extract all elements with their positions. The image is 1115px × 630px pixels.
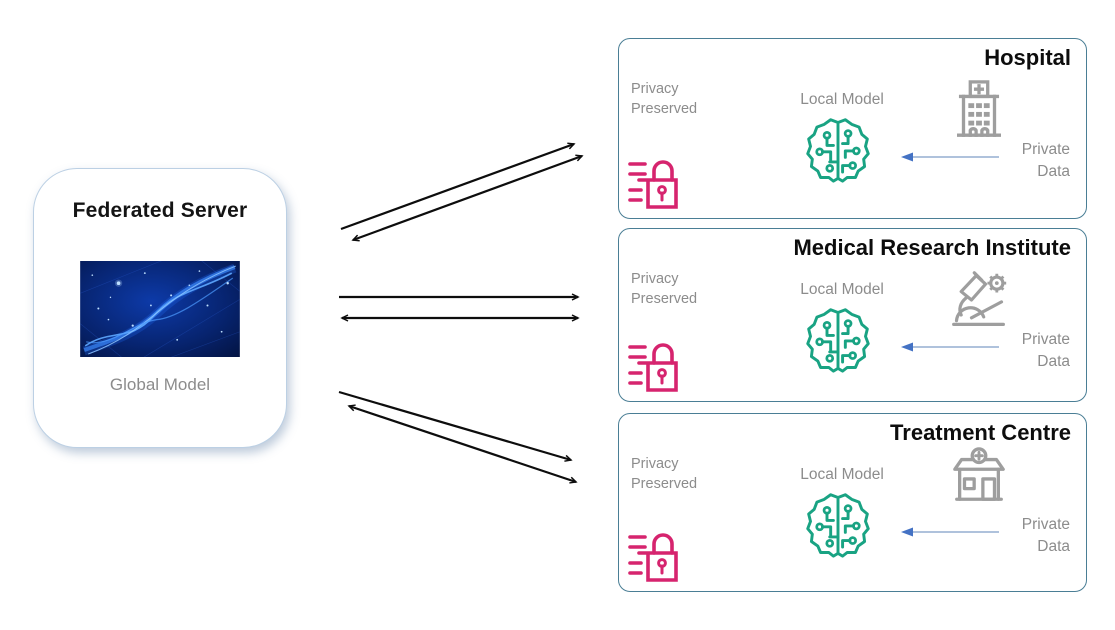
- ai-brain-circuit-icon: [806, 118, 870, 183]
- private-data-arrow: [901, 152, 999, 162]
- privacy-preserved-label: Privacy Preserved: [631, 271, 698, 307]
- private-data-label: Private Data: [1021, 331, 1070, 371]
- ai-brain-circuit-icon: [806, 308, 870, 373]
- privacy-lock-icon: [628, 343, 678, 392]
- client-title: Medical Research Institute: [793, 235, 1071, 260]
- client-box-hospital: Hospital Privacy Preserved Local Model: [618, 38, 1087, 219]
- private-data-arrow: [901, 342, 999, 352]
- privacy-lock-icon: [628, 533, 678, 582]
- local-model-label: Local Model: [800, 91, 884, 108]
- private-data-label: Private Data: [1021, 516, 1070, 556]
- ai-brain-circuit-icon: [806, 493, 870, 558]
- private-data-arrow: [901, 527, 999, 537]
- federated-server-title: Federated Server: [72, 199, 248, 222]
- global-model-label: Global Model: [109, 375, 211, 394]
- privacy-preserved-label: Privacy Preserved: [631, 456, 698, 492]
- local-model-label: Local Model: [800, 466, 884, 483]
- privacy-lock-icon: [628, 160, 678, 209]
- network-strands-image: [80, 261, 240, 357]
- microscope-icon: [952, 271, 1007, 326]
- client-box-treatment-centre: Treatment Centre Privacy Preserved Local…: [618, 413, 1087, 592]
- client-title: Hospital: [984, 45, 1071, 70]
- local-model-label: Local Model: [800, 281, 884, 298]
- hospital-building-icon: [957, 80, 1001, 137]
- client-title: Treatment Centre: [890, 420, 1071, 445]
- privacy-preserved-label: Privacy Preserved: [631, 81, 698, 117]
- client-box-medical-research-institute: Medical Research Institute Privacy Prese…: [618, 228, 1087, 402]
- federated-server-box: Federated Server Global Model: [33, 168, 287, 448]
- clinic-building-icon: [953, 447, 1005, 501]
- private-data-label: Private Data: [1021, 141, 1070, 181]
